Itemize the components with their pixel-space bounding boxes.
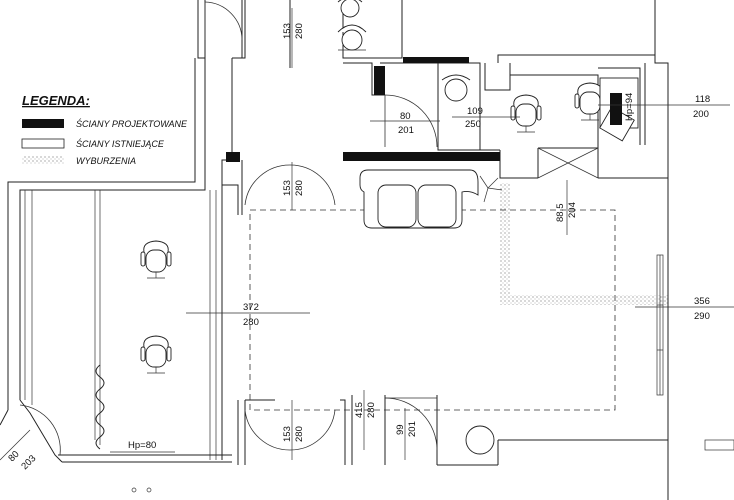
dim-bottom-left-height: 280 [294,426,305,442]
dim-bottom-door-width: 99 [395,424,406,435]
legend-swatch-projected [22,119,64,128]
dim-window-mid-height: 250 [465,119,481,130]
dim-window-mid-width: 109 [467,106,483,117]
dim-bottom-mid-height: 280 [366,402,377,418]
dim-room-right-width: 356 [694,296,710,307]
dim-window-right-width: 118 [695,94,710,105]
demolition-area [500,183,668,305]
dim-door-height: 201 [398,125,414,136]
legend-title: LEGENDA: [22,93,90,108]
curtain-wave [95,364,105,450]
outlet-icon [146,487,152,493]
chair-icon [441,74,471,102]
sofa-icon [359,169,479,229]
legend-label-existing: ŚCIANY ISTNIEJĄCE [76,138,165,149]
dim-top-width: 153 [282,23,293,39]
chair-icon [337,24,367,51]
hp-right: Hp=94 [624,93,635,121]
dim-hall-width: 153 [282,180,293,196]
dim-room-left-height: 280 [243,317,259,328]
dim-bottom-left-width: 153 [282,426,293,442]
office-chair-icon [510,94,542,133]
legend-label-projected: ŚCIANY PROJEKTOWANE [76,118,188,129]
legend-swatch-demolition [22,156,64,164]
dim-bottom-door-height: 201 [407,421,418,437]
dim-bay-height: 203 [19,453,38,472]
dim-room-right-height: 290 [694,311,710,322]
office-chair-icon [140,335,172,374]
ceiling-outline [249,209,616,411]
dim-window-right-height: 200 [693,109,709,120]
projected-walls [226,57,500,162]
hp-left: Hp=80 [128,440,156,451]
chair-icon [337,0,363,18]
round-table-icon [465,425,495,455]
monitor-icon [610,93,622,125]
legend: LEGENDA: ŚCIANY PROJEKTOWANE ŚCIANY ISTN… [21,93,188,166]
legend-swatch-existing [21,138,65,149]
dim-bottom-mid-width: 415 [354,402,365,418]
furniture [131,0,639,493]
dim-hall-height: 280 [294,180,305,196]
dim-door-width: 80 [400,111,411,122]
dim-vertical-width: 88.5 [555,204,566,223]
legend-label-demolition: WYBURZENIA [76,156,136,166]
office-chair-icon [140,240,172,279]
dim-top-height: 280 [294,23,305,39]
dim-room-left-width: 372 [243,302,259,313]
doors [19,1,438,456]
outlet-icon [131,487,137,493]
lamp-icon [479,175,503,203]
dim-vertical-height: 204 [567,202,578,218]
dimension-lines [0,8,734,461]
